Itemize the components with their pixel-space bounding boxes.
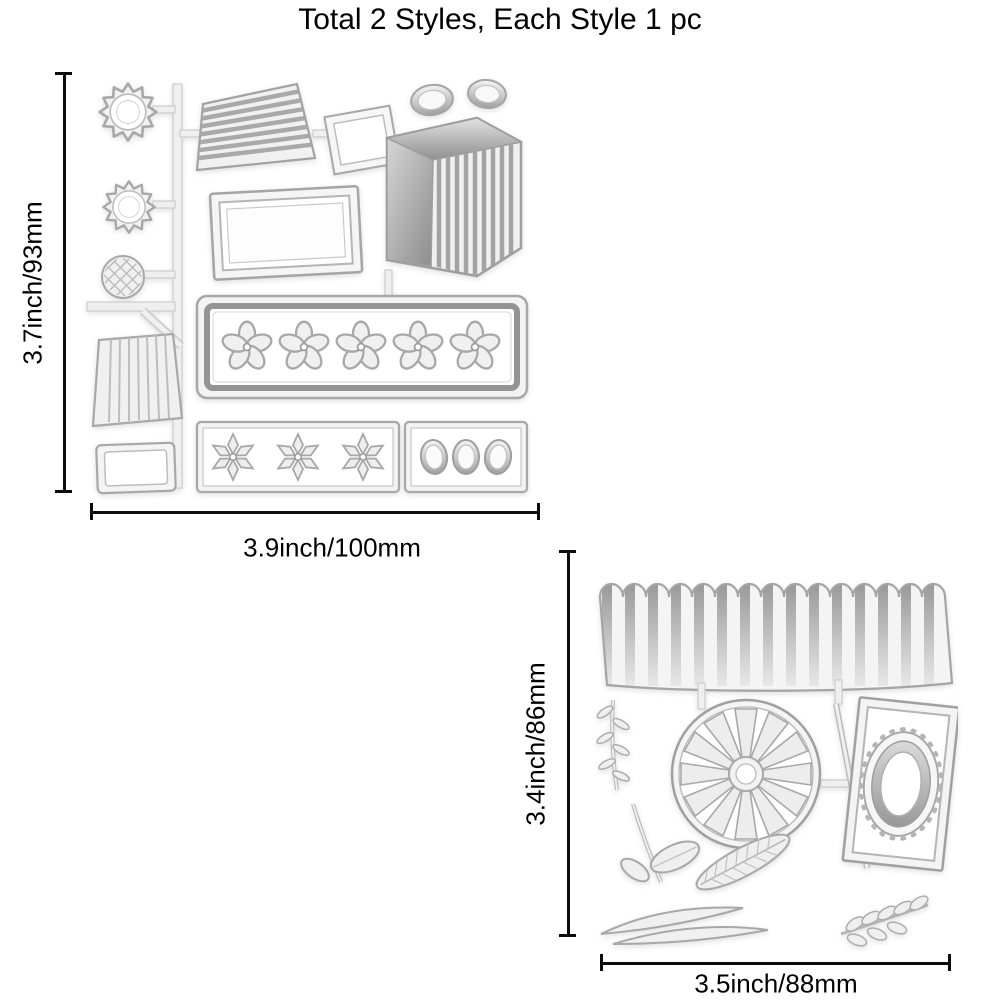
oval-die bbox=[467, 78, 507, 110]
style2-die-image bbox=[596, 582, 958, 947]
style1-height-cap-bottom bbox=[55, 490, 72, 493]
style1-height-cap-top bbox=[55, 72, 72, 75]
style1-height-dimension-line bbox=[63, 73, 66, 492]
gear-die bbox=[98, 82, 158, 142]
style1-die-image bbox=[86, 78, 529, 495]
oval-die bbox=[410, 83, 454, 117]
ornate-frame-die bbox=[841, 696, 958, 872]
waffle-circle-die bbox=[101, 255, 145, 299]
small-frame-die bbox=[95, 441, 177, 495]
style1-width-dimension-line bbox=[91, 511, 540, 514]
style1-width-cap-left bbox=[90, 503, 93, 520]
feather-die bbox=[695, 833, 791, 891]
style1-height-label: 3.7inch/93mm bbox=[17, 201, 48, 365]
style1-width-label: 3.9inch/100mm bbox=[243, 532, 421, 563]
style2-height-label: 3.4inch/86mm bbox=[520, 662, 551, 826]
rect-frame-die bbox=[208, 185, 364, 281]
style2-width-cap-left bbox=[600, 954, 603, 971]
leaf-pair-die bbox=[620, 803, 701, 883]
style2-height-dimension-line bbox=[567, 551, 570, 936]
egg-box-die bbox=[403, 420, 529, 494]
blade-leaves-die bbox=[600, 906, 769, 945]
wheel-die bbox=[670, 698, 822, 850]
style2-width-cap-right bbox=[948, 954, 951, 971]
flower-bar-die bbox=[195, 294, 529, 400]
square-frame-die bbox=[323, 104, 401, 176]
grass-fringe-die bbox=[598, 582, 954, 692]
perspective-box-die bbox=[384, 116, 524, 278]
striped-shade-die bbox=[195, 82, 317, 172]
sprue-connectors bbox=[86, 83, 393, 489]
style2-height-cap-top bbox=[559, 550, 576, 553]
style2-width-label: 3.5inch/88mm bbox=[694, 968, 858, 999]
page-title: Total 2 Styles, Each Style 1 pc bbox=[298, 3, 702, 36]
snowflake-box-die bbox=[195, 420, 401, 494]
style2-width-dimension-line bbox=[601, 962, 950, 965]
style1-width-cap-right bbox=[537, 503, 540, 520]
basket-die bbox=[91, 332, 184, 428]
sprig-die bbox=[596, 699, 631, 791]
gear-die bbox=[102, 180, 156, 234]
style2-height-cap-bottom bbox=[559, 934, 576, 937]
sprig-die bbox=[840, 892, 931, 947]
